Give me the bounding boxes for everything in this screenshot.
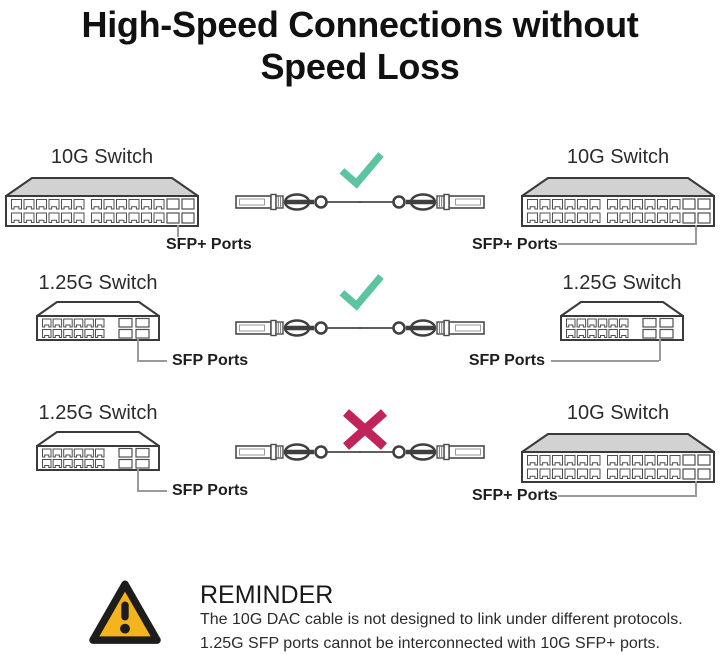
dac-cable-graphic bbox=[235, 312, 485, 344]
leader-line bbox=[177, 225, 179, 237]
reminder-line: The 10G DAC cable is not designed to lin… bbox=[200, 611, 683, 628]
leader-line bbox=[695, 225, 697, 245]
dac-cable-graphic bbox=[235, 186, 485, 218]
leader-line bbox=[695, 481, 697, 497]
switch-label: 10G Switch bbox=[50, 146, 154, 168]
switch-label: 1.25G Switch bbox=[38, 272, 158, 294]
switch-125g-graphic bbox=[557, 298, 687, 342]
page-title-line1: High-Speed Connections without bbox=[81, 4, 639, 45]
page-title-line2: Speed Loss bbox=[260, 46, 460, 87]
ports-label: SFP Ports bbox=[172, 352, 249, 369]
leader-line bbox=[137, 339, 139, 361]
switch-125g-graphic bbox=[33, 298, 163, 342]
check-icon bbox=[334, 271, 388, 311]
leader-line bbox=[137, 360, 167, 362]
leader-line bbox=[137, 469, 139, 491]
switch-label: 1.25G Switch bbox=[562, 272, 682, 294]
switch-10g-graphic bbox=[2, 170, 202, 230]
reminder-line: 1.25G SFP ports cannot be interconnected… bbox=[200, 635, 660, 652]
switch-125g-graphic bbox=[33, 428, 163, 472]
ports-label: SFP Ports bbox=[468, 352, 545, 369]
ports-label: SFP Ports bbox=[172, 482, 249, 499]
leader-line bbox=[659, 339, 661, 361]
switch-label: 10G Switch bbox=[566, 146, 670, 168]
leader-line bbox=[137, 490, 167, 492]
warning-triangle-icon bbox=[88, 578, 162, 648]
page-title: High-Speed Connections without Speed Los… bbox=[0, 4, 720, 88]
switch-label: 10G Switch bbox=[566, 402, 670, 424]
ports-label: SFP+ Ports bbox=[472, 487, 558, 504]
ports-label: SFP+ Ports bbox=[472, 236, 558, 253]
leader-line bbox=[558, 243, 697, 245]
dac-cable-graphic bbox=[235, 436, 485, 468]
switch-10g-graphic bbox=[518, 170, 718, 230]
ports-label: SFP+ Ports bbox=[166, 236, 252, 253]
reminder-heading: REMINDER bbox=[200, 581, 334, 609]
leader-line bbox=[551, 360, 659, 362]
check-icon bbox=[334, 149, 388, 189]
switch-label: 1.25G Switch bbox=[38, 402, 158, 424]
switch-10g-graphic bbox=[518, 426, 718, 486]
leader-line bbox=[558, 495, 697, 497]
